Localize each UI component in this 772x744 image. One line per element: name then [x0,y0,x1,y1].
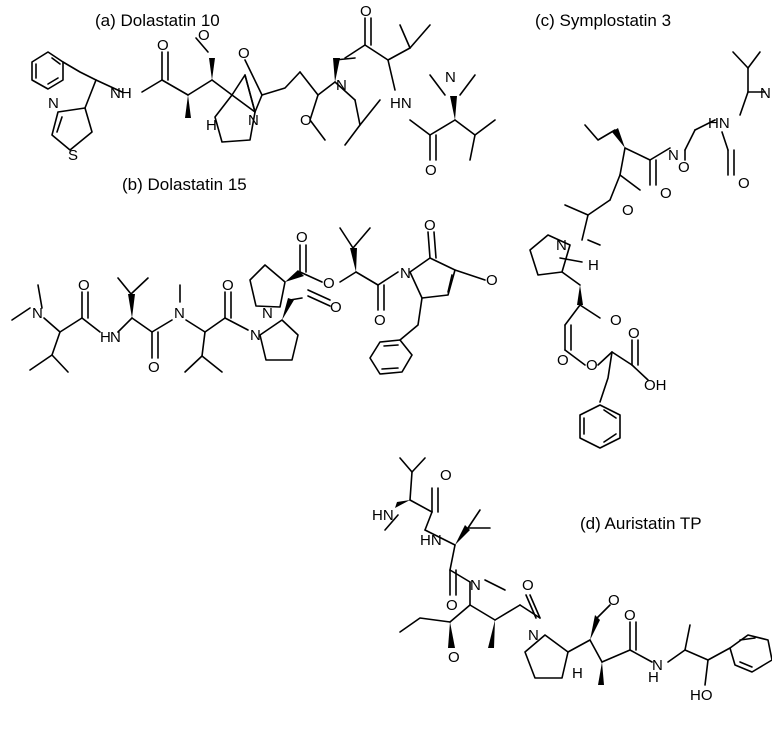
atom-n-b-pyrrolinone: N [400,265,411,282]
atom-h-c: H [588,257,599,274]
structure-auristatin-tp [384,457,772,686]
atom-n-b-pro2: N [262,305,273,322]
atom-o-a3: O [238,45,250,62]
structure-dolastatin-15 [11,227,486,375]
atom-n-b-amide1: H [100,329,111,346]
atom-hn-a: HN [390,95,412,112]
atom-o-b5: O [296,229,308,246]
atom-o-b4: O [330,299,342,316]
atom-n-a-pyrrolidine: N [248,112,259,129]
panel-title-b: (b) Dolastatin 15 [122,175,247,194]
atom-o-c2: O [678,159,690,176]
atom-hn-c: HN [708,115,730,132]
atom-oh-c: OH [644,377,667,394]
atom-o-d3: O [448,649,460,666]
atom-o-b6: O [374,312,386,329]
atom-h-d: H [572,665,583,682]
atom-h-a: H [206,117,217,134]
panel-title-a: (a) Dolastatin 10 [95,11,220,30]
atom-n-a-methyl: N [336,77,347,94]
atom-n-c-pyrrolidine: N [556,237,567,254]
atom-o-b-methoxy: O [486,272,498,289]
atom-nh-a1: NH [110,85,132,102]
atom-o-a1: O [157,37,169,54]
atom-n-b-dimethyl: N [32,305,43,322]
atom-hn-d: HN [372,507,394,524]
atom-n-b-amide1-n: N [110,329,121,346]
atom-o-b2: O [148,359,160,376]
atom-o-d5: O [608,592,620,609]
atom-o-c1: O [738,175,750,192]
structure-symplostatin-3 [529,51,766,449]
atom-o-a5: O [360,3,372,20]
atom-o-d2: O [446,597,458,614]
atom-n-a-thiazole: N [48,95,59,112]
atom-o-b3: O [222,277,234,294]
atom-n-c-partial: N [760,85,771,102]
atom-o-c3: O [660,185,672,202]
atom-n-d-methyl: N [470,577,481,594]
atom-ho-d: HO [690,687,713,704]
atom-hn-d2: HN [420,532,442,549]
atom-o-b-ester: O [323,275,335,292]
atom-o-a4: O [300,112,312,129]
atom-n-b-methyl: N [174,305,185,322]
atom-o-d1: O [440,467,452,484]
atom-o-a2: O [198,27,210,44]
panel-title-c: (c) Symplostatin 3 [535,11,671,30]
atom-o-c4: O [622,202,634,219]
atom-s-a: S [68,147,78,164]
atom-n-d-pyrrolidine: N [528,627,539,644]
panel-title-d: (d) Auristatin TP [580,514,702,533]
atom-o-b7: O [424,217,436,234]
atom-n-a-dimethyl: N [445,69,456,86]
atom-o-d4: O [522,577,534,594]
atom-o-d6: O [624,607,636,624]
atom-n-b-pro1: N [250,327,261,344]
atom-h-d2: H [648,669,659,686]
atom-o-c7: O [628,325,640,342]
atom-n-c-methyl: N [668,147,679,164]
atom-o-c5: O [610,312,622,329]
atom-n-d-amide: N [652,657,663,674]
atom-o-b1: O [78,277,90,294]
structure-dolastatin-10 [31,17,496,161]
atom-o-c6: O [557,352,569,369]
atom-o-c-ester: O [586,357,598,374]
atom-o-a6: O [425,162,437,179]
